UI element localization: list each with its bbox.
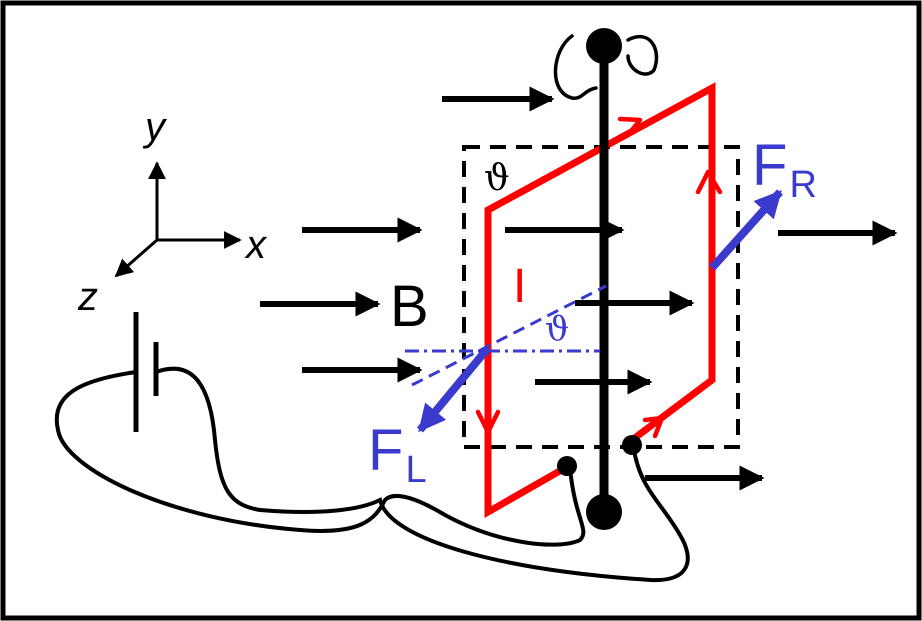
y-axis-label: y bbox=[142, 105, 168, 149]
z-axis-arrow bbox=[114, 238, 158, 278]
battery-symbol bbox=[133, 312, 159, 432]
force-left-subscript: L bbox=[405, 449, 426, 491]
current-arrowhead bbox=[695, 169, 723, 195]
force-right-label: FR bbox=[752, 133, 817, 206]
force-right-arrow bbox=[709, 189, 783, 271]
coordinate-axes bbox=[114, 161, 242, 278]
current-arrowhead bbox=[475, 409, 501, 435]
current-label: I bbox=[513, 260, 526, 313]
force-left-main: F bbox=[368, 418, 403, 483]
current-arrowhead bbox=[642, 415, 665, 439]
current-direction-arrows bbox=[475, 116, 723, 439]
x-axis-label: x bbox=[244, 223, 268, 267]
angle-label-bottom: ϑ bbox=[545, 309, 569, 349]
angle-construction bbox=[405, 284, 607, 387]
terminal-dot bbox=[557, 456, 577, 476]
rotation-axle bbox=[586, 28, 622, 530]
field-label: B bbox=[390, 274, 429, 339]
terminal-dot bbox=[622, 435, 642, 455]
force-left-label: FL bbox=[368, 418, 427, 491]
force-right-main: F bbox=[752, 133, 787, 198]
normal-dashed-line bbox=[411, 284, 607, 387]
force-vectors bbox=[416, 189, 783, 433]
current-arrowhead bbox=[617, 116, 643, 138]
rotation-indicator-icon bbox=[553, 34, 659, 100]
z-axis-label: z bbox=[77, 275, 98, 319]
magnetic-field-arrows bbox=[260, 86, 898, 491]
angle-label-top: ϑ bbox=[484, 158, 510, 199]
supply-wire-right bbox=[155, 366, 690, 583]
force-right-subscript: R bbox=[789, 164, 816, 206]
supply-wire-left bbox=[54, 370, 586, 547]
force-left-arrow bbox=[416, 345, 492, 433]
